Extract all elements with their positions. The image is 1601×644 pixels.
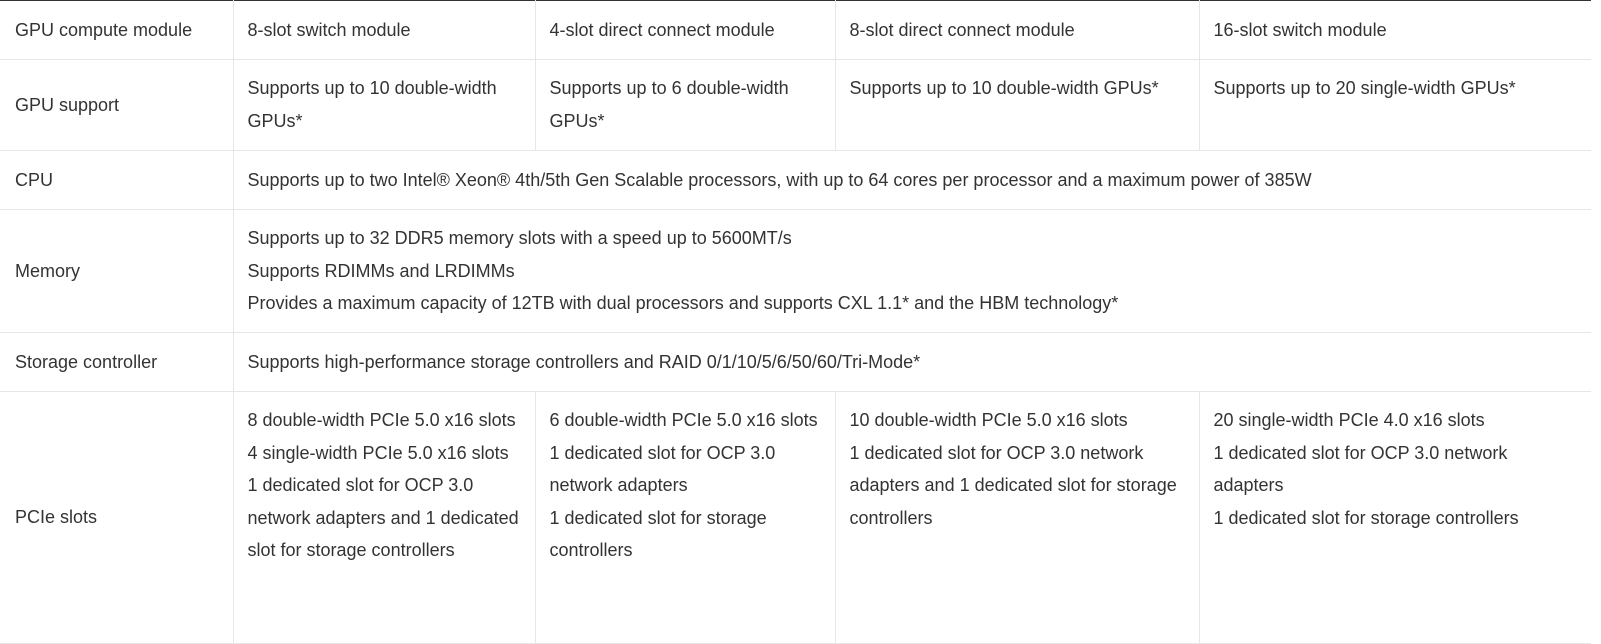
pcie-line: 4 single-width PCIe 5.0 x16 slots — [247, 442, 509, 463]
pcie-line: 20 single-width PCIe 4.0 x16 slots — [1213, 410, 1485, 430]
row-gpu-support: GPU support Supports up to 10 double-wid… — [0, 59, 1591, 151]
pcie-line: 1 dedicated slot for OCP 3.0 network ada… — [849, 442, 1177, 528]
pcie-line: 1 dedicated slot for OCP 3.0 network ada… — [1213, 442, 1508, 496]
table-cell: Supports up to 20 single-width GPUs* — [1198, 59, 1591, 151]
table-cell: 16-slot switch module — [1198, 0, 1591, 60]
row-cpu: CPU Supports up to two Intel® Xeon® 4th/… — [0, 150, 1591, 210]
table-cell: Supports high-performance storage contro… — [232, 332, 1591, 392]
row-label: PCIe slots — [0, 391, 234, 644]
memory-line: Supports RDIMMs and LRDIMMs — [247, 260, 515, 281]
table-cell: 8-slot direct connect module — [834, 0, 1200, 60]
row-label: Memory — [0, 209, 234, 333]
table-cell: Supports up to two Intel® Xeon® 4th/5th … — [232, 150, 1591, 210]
memory-line: Provides a maximum capacity of 12TB with… — [247, 293, 1119, 314]
row-gpu-compute-module: GPU compute module 8-slot switch module … — [0, 0, 1591, 60]
table-cell: 10 double-width PCIe 5.0 x16 slots 1 ded… — [834, 391, 1200, 644]
table-cell: Supports up to 32 DDR5 memory slots with… — [232, 209, 1591, 333]
table-cell: 8-slot switch module — [232, 0, 536, 60]
pcie-line: 1 dedicated slot for OCP 3.0 network ada… — [247, 475, 519, 560]
table-cell: Supports up to 10 double-width GPUs* — [834, 59, 1200, 151]
table-cell: 6 double-width PCIe 5.0 x16 slots 1 dedi… — [534, 391, 836, 644]
pcie-line: 8 double-width PCIe 5.0 x16 slots — [247, 410, 516, 430]
pcie-line: 1 dedicated slot for OCP 3.0 network ada… — [549, 442, 776, 496]
row-label: Storage controller — [0, 332, 234, 392]
table-cell: Supports up to 6 double-width GPUs* — [534, 59, 836, 151]
row-storage-controller: Storage controller Supports high-perform… — [0, 332, 1591, 392]
row-memory: Memory Supports up to 32 DDR5 memory slo… — [0, 209, 1591, 333]
table-cell: 8 double-width PCIe 5.0 x16 slots 4 sing… — [232, 391, 536, 644]
row-label: CPU — [0, 150, 234, 210]
table-cell: 4-slot direct connect module — [534, 0, 836, 60]
table-cell: Supports up to 10 double-width GPUs* — [232, 59, 536, 151]
row-pcie-slots: PCIe slots 8 double-width PCIe 5.0 x16 s… — [0, 391, 1591, 644]
row-label: GPU compute module — [0, 0, 234, 60]
pcie-line: 6 double-width PCIe 5.0 x16 slots — [549, 410, 818, 430]
pcie-line: 1 dedicated slot for storage controllers — [549, 507, 767, 561]
pcie-line: 1 dedicated slot for storage controllers — [1213, 507, 1519, 528]
table-cell: 20 single-width PCIe 4.0 x16 slots 1 ded… — [1198, 391, 1591, 644]
pcie-line: 10 double-width PCIe 5.0 x16 slots — [849, 410, 1128, 430]
row-label: GPU support — [0, 59, 234, 151]
memory-line: Supports up to 32 DDR5 memory slots with… — [247, 228, 792, 249]
